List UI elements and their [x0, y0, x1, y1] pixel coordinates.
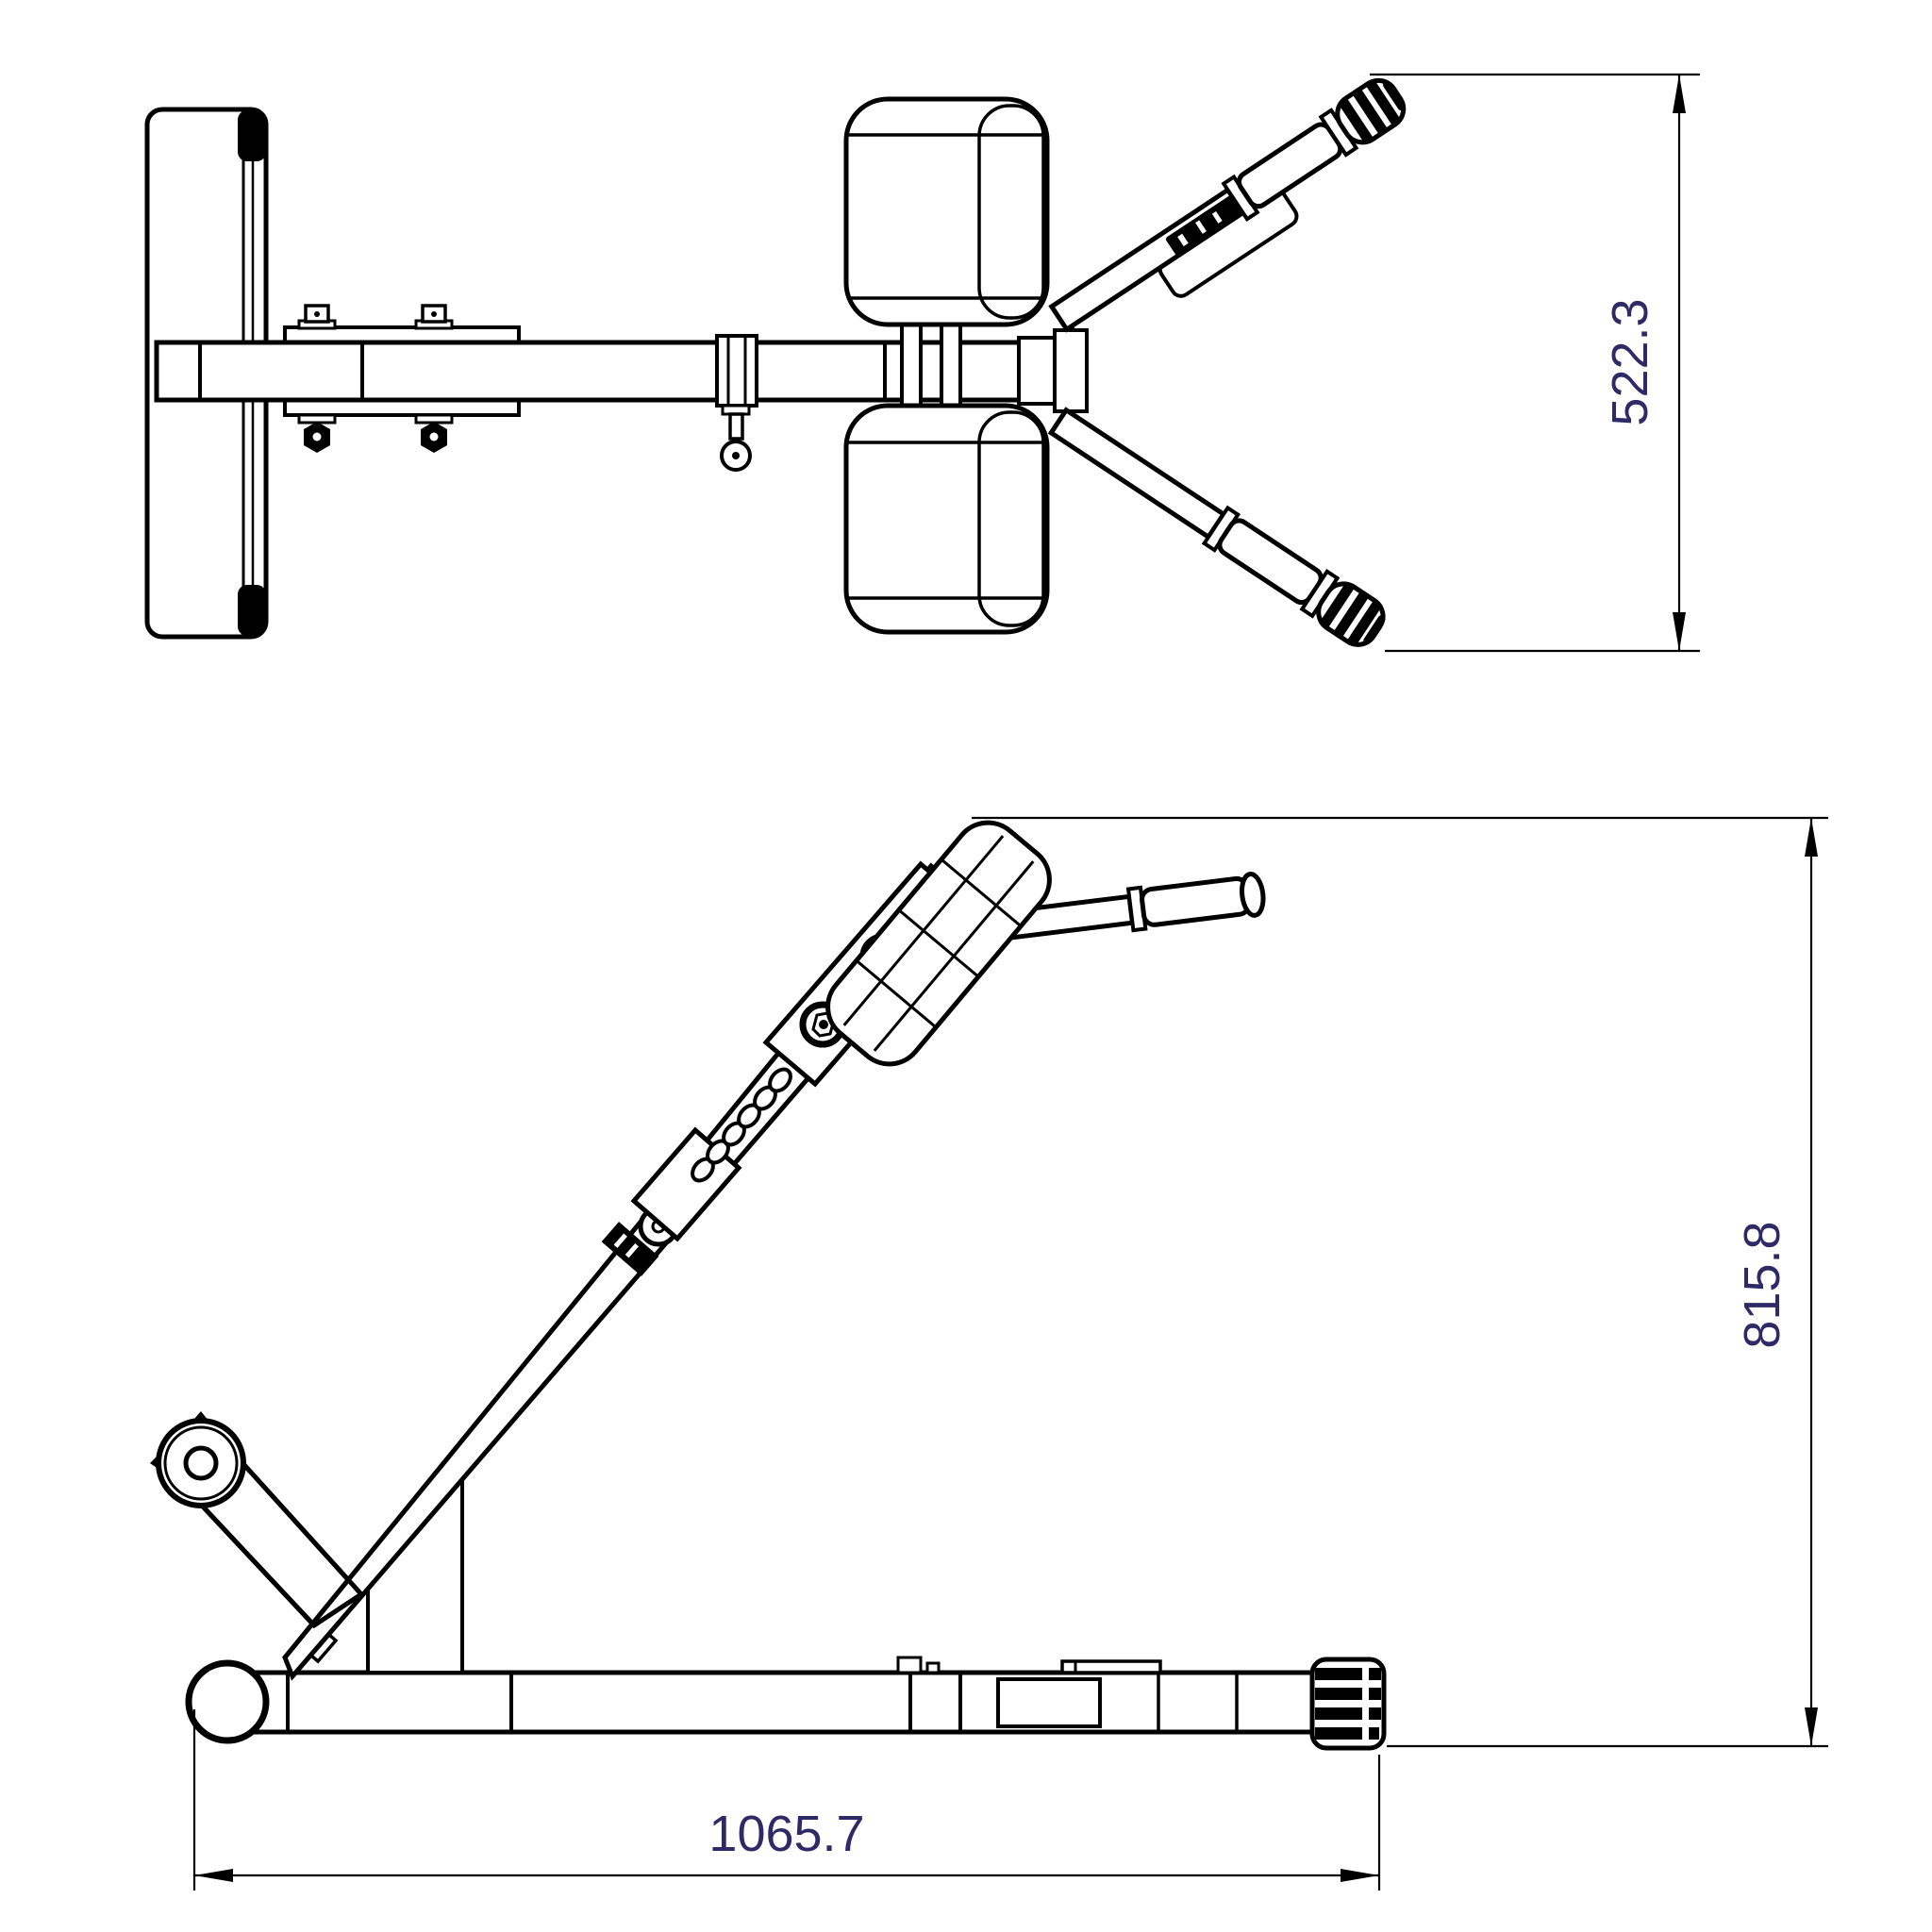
- cap-stripe: [1363, 614, 1386, 645]
- clamp-bolts-top: [297, 304, 454, 330]
- dimension-top-view-depth: 522.3: [1370, 73, 1700, 653]
- roller-tab: [194, 1411, 208, 1421]
- base-top-bracket: [896, 1656, 923, 1674]
- arrow-down-icon: [1805, 1707, 1818, 1746]
- roller-inner-ring: [163, 1425, 239, 1501]
- arrow-left-icon: [194, 1869, 233, 1882]
- arm-tube: [1047, 407, 1227, 541]
- pad-seam: [857, 960, 936, 1027]
- foot-cap-stripe: [1315, 1707, 1381, 1720]
- cap-stripe: [1347, 601, 1382, 645]
- back-pad: [825, 820, 1052, 1067]
- side-view: 815.8 1065.7: [150, 816, 1828, 1890]
- washer: [414, 413, 454, 425]
- beam-foot-step: [308, 1632, 339, 1664]
- base-recessed-panel: [996, 1677, 1102, 1728]
- dimension-side-view-height: 815.8: [972, 816, 1828, 1748]
- hex-dot: [312, 432, 322, 441]
- hole: [768, 1067, 792, 1093]
- pull-pin-assembly: [715, 334, 758, 472]
- roller-hub: [183, 1445, 219, 1481]
- foot-cap-slot: [1362, 1664, 1369, 1743]
- rubber-foot-cap: [1309, 1657, 1387, 1751]
- hex-dot: [429, 432, 439, 441]
- handle-grip: [1237, 122, 1343, 209]
- transport-wheel: [185, 1659, 270, 1744]
- clamp-bolts-bottom: [297, 413, 454, 453]
- brand-logo-mark: [613, 1233, 627, 1248]
- handle-arm-lower: [1047, 407, 1386, 647]
- roller-tab: [150, 1456, 159, 1470]
- foot-cap-stripe: [1315, 1727, 1379, 1740]
- brand-logo-mark: [1195, 220, 1207, 234]
- cap-stripe: [1339, 99, 1374, 143]
- handle-arm-upper: [1048, 77, 1407, 333]
- base-top-plate: [1060, 1659, 1162, 1674]
- top-view: 522.3: [144, 73, 1700, 653]
- dimension-label-522: 522.3: [1602, 298, 1658, 425]
- dimension-side-view-length: 1065.7: [192, 1709, 1381, 1890]
- foot-plate-cap-bottom: [238, 585, 266, 636]
- arrow-down-icon: [1673, 612, 1686, 651]
- pivot-bracket: [1053, 328, 1089, 413]
- base-top-nub: [925, 1661, 941, 1674]
- washer: [297, 413, 337, 425]
- foot-roller: [150, 1411, 246, 1508]
- beam-adjust-holes: [691, 1067, 792, 1183]
- pad-link-bar: [900, 323, 923, 409]
- foot-cap-stripe: [1315, 1668, 1381, 1680]
- foot-cap-stripe: [1315, 1688, 1381, 1700]
- pad-seam: [899, 909, 978, 977]
- pivot-block: [1017, 336, 1057, 406]
- main-beam: [154, 340, 1050, 403]
- brand-logo-mark: [1177, 233, 1189, 247]
- bolt-dot: [819, 1020, 828, 1029]
- arrow-up-icon: [1673, 75, 1686, 113]
- pin-stem: [728, 412, 744, 441]
- pad-outline: [843, 403, 1050, 635]
- brand-logo-mark: [625, 1242, 640, 1258]
- pin-ring-dot: [732, 452, 740, 459]
- arrow-up-icon: [1805, 818, 1818, 857]
- thigh-pad-lower: [843, 403, 1050, 635]
- dimension-label-815: 815.8: [1734, 1221, 1790, 1348]
- pad-link-bar: [940, 323, 962, 409]
- pad-roll-edge: [977, 410, 1045, 627]
- handle-end: [1240, 872, 1266, 918]
- base-rail: [252, 1670, 1333, 1735]
- thigh-pad-upper: [843, 96, 1050, 327]
- cap-stripe: [1353, 90, 1388, 134]
- foot-plate-cap-top: [238, 110, 266, 161]
- arrow-right-icon: [1341, 1869, 1379, 1882]
- cap-stripe: [1383, 80, 1406, 111]
- brand-logo-mark: [1211, 211, 1223, 224]
- cap-stripe: [1334, 592, 1369, 637]
- pad-seam: [941, 859, 1021, 926]
- cap-stripe: [1320, 583, 1355, 627]
- handle-grip: [1217, 518, 1324, 606]
- pin-bracket: [715, 334, 758, 408]
- handle-grip: [1140, 875, 1252, 927]
- dimension-label-1065: 1065.7: [708, 1806, 864, 1862]
- beam-label: [601, 1222, 659, 1276]
- pad-roll-edge: [977, 104, 1045, 320]
- pad-outline: [843, 96, 1050, 327]
- cap-stripe: [1366, 80, 1401, 125]
- bolt-dot: [314, 311, 320, 317]
- bolt-dot: [431, 311, 437, 317]
